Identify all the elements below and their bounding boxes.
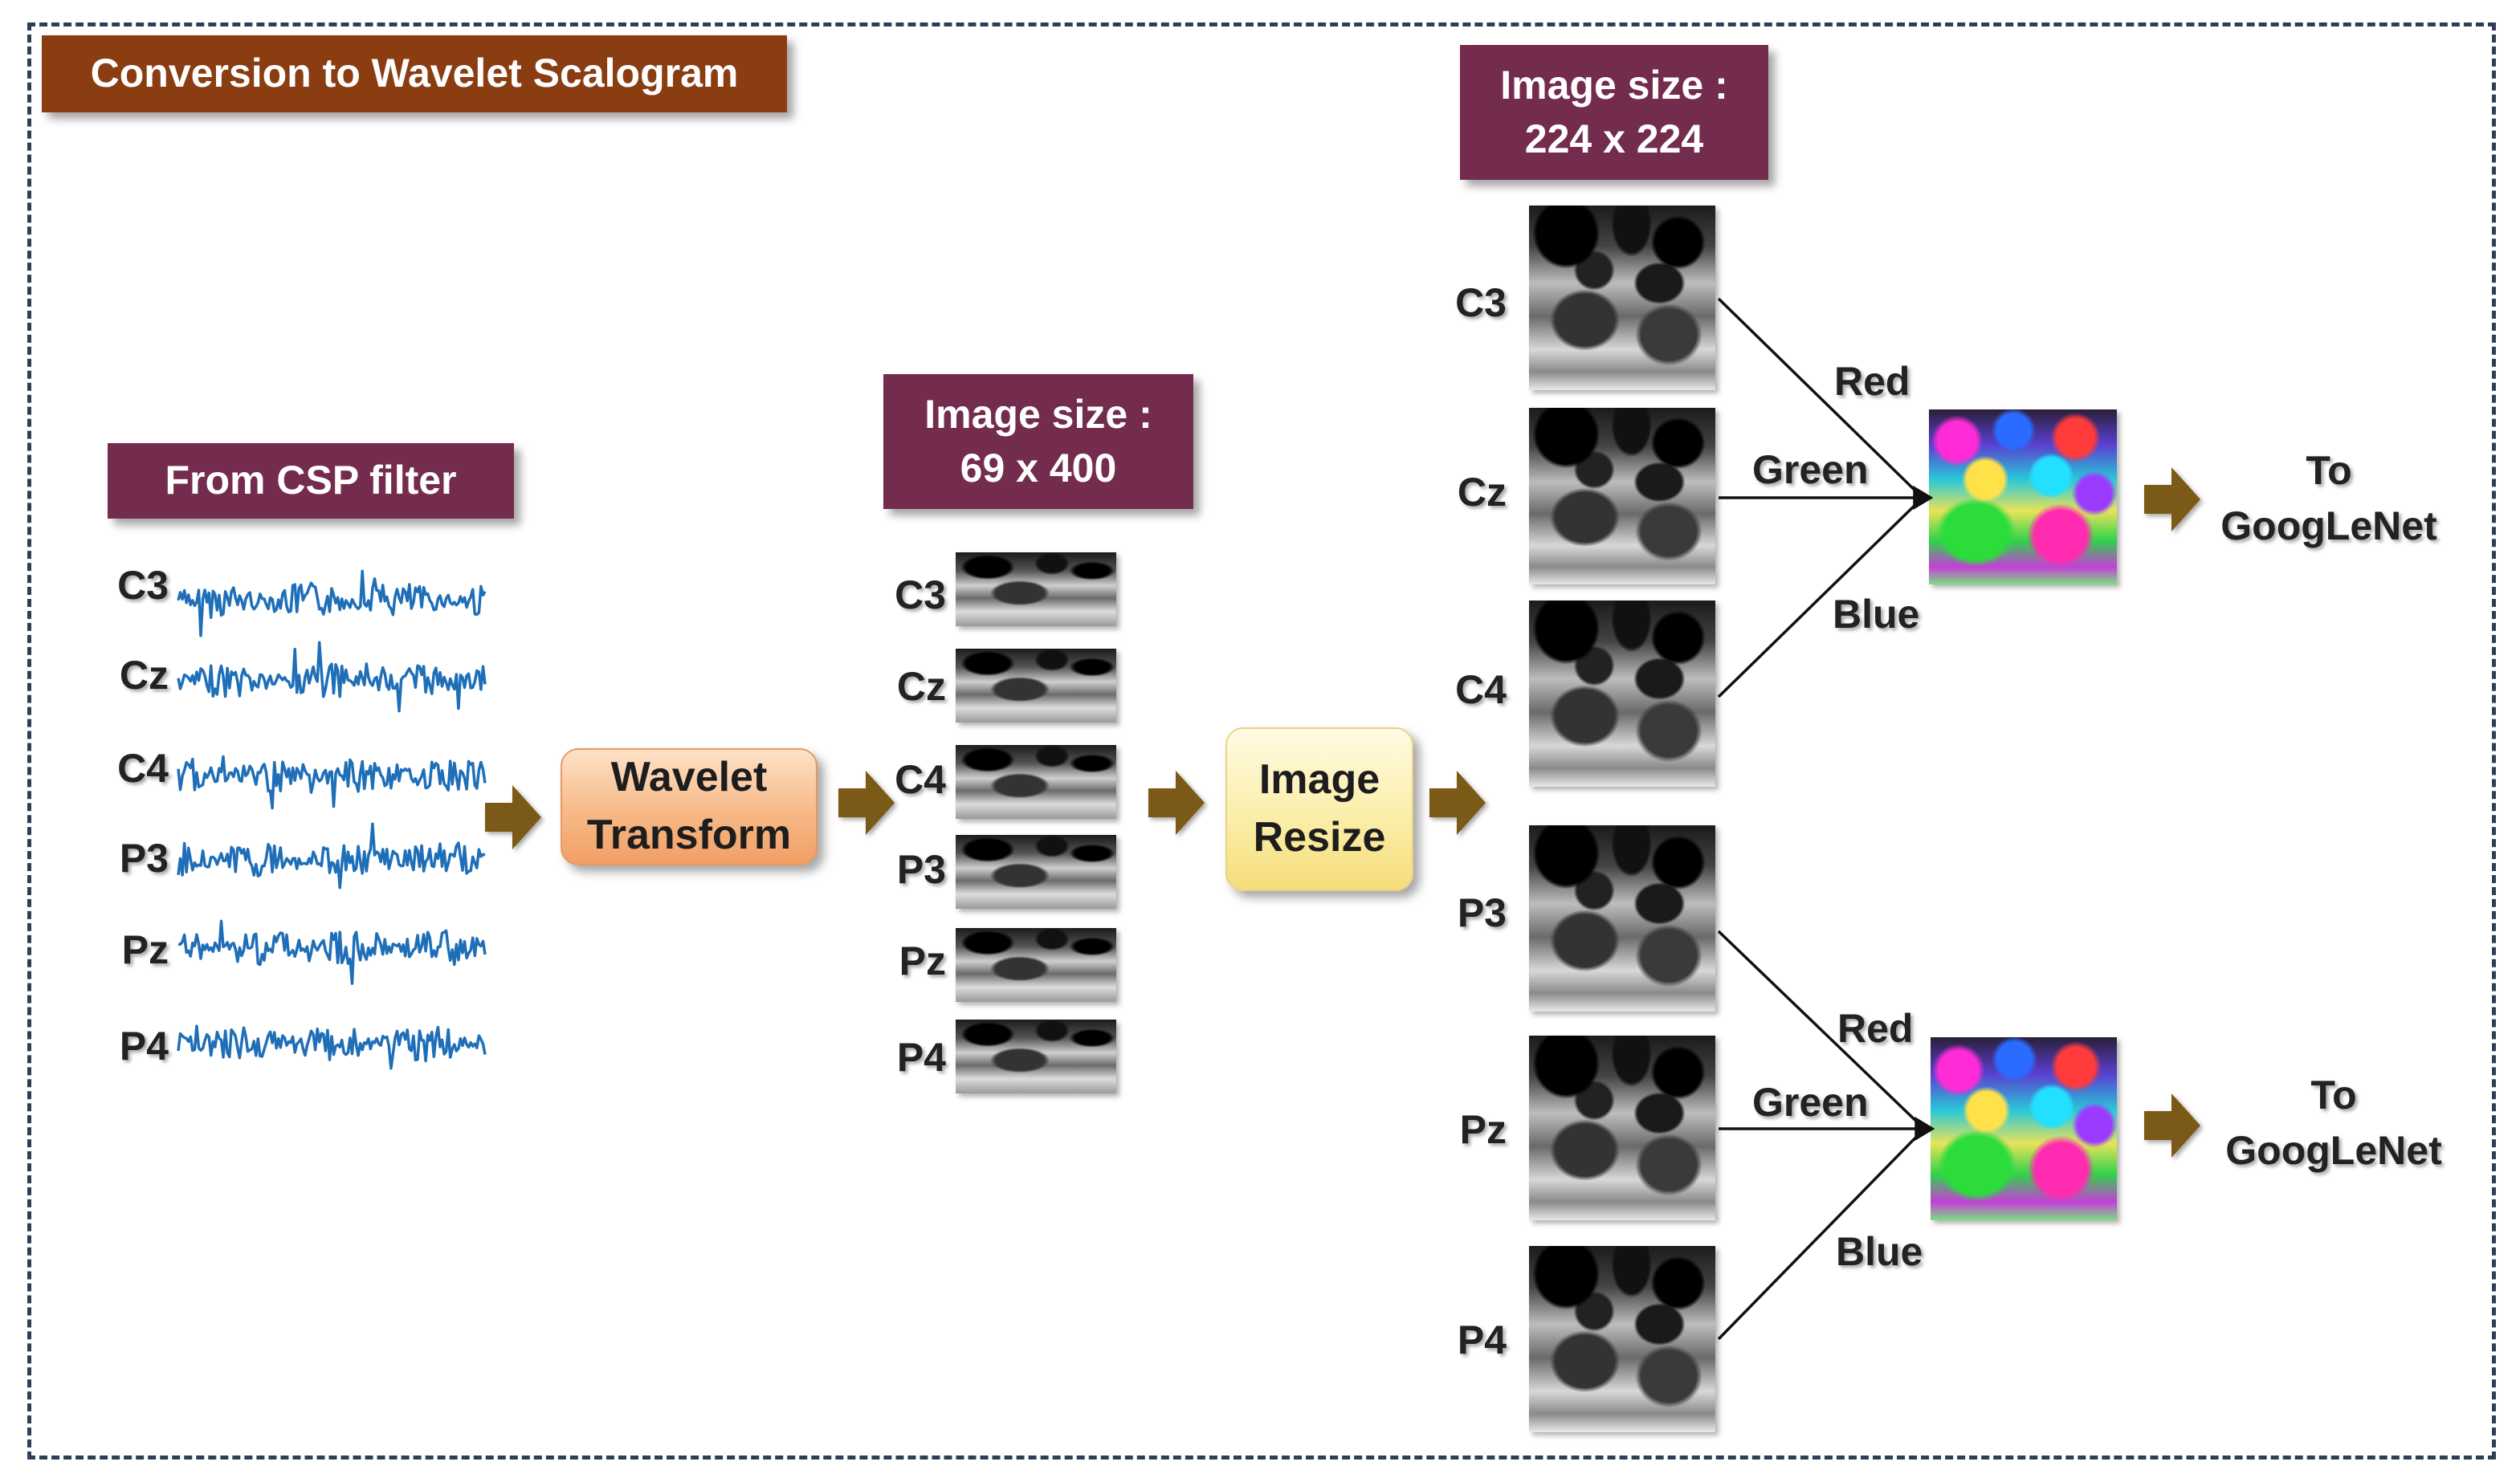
red-channel-label-bottom: Red bbox=[1837, 1006, 1914, 1051]
signal-label-c3: C3 bbox=[117, 563, 169, 608]
output-bottom-line2: GoogLeNet bbox=[2225, 1128, 2442, 1173]
large-scalo-label-cz: Cz bbox=[1457, 470, 1507, 515]
large-scalo-label-pz: Pz bbox=[1459, 1107, 1507, 1152]
output-bottom-line1: To bbox=[2310, 1073, 2357, 1118]
right-arrow-icon bbox=[2144, 467, 2200, 531]
merge-arrowhead-bottom bbox=[1914, 1116, 1935, 1142]
channel-merge-lines-top bbox=[1717, 297, 1934, 698]
small-scalo-label-c3: C3 bbox=[895, 572, 946, 617]
resize-line2: Resize bbox=[1253, 814, 1386, 861]
large-scalo-label-c4: C4 bbox=[1455, 667, 1507, 712]
blue-channel-label-top: Blue bbox=[1833, 592, 1920, 637]
size-small-label: Image size : 69 x 400 bbox=[883, 374, 1193, 509]
eeg-signal-pz bbox=[177, 919, 487, 985]
resize-line1: Image bbox=[1258, 756, 1380, 804]
large-scalo-label-p3: P3 bbox=[1457, 890, 1507, 935]
signal-label-c4: C4 bbox=[117, 746, 169, 791]
small-scalo-label-p4: P4 bbox=[896, 1035, 946, 1080]
channel-merge-lines-bottom bbox=[1717, 930, 1935, 1341]
size-large-line2: 224 x 224 bbox=[1524, 116, 1704, 161]
right-arrow-icon bbox=[2144, 1093, 2200, 1158]
large-scalogram-cz bbox=[1529, 408, 1715, 584]
large-scalogram-c3 bbox=[1529, 206, 1715, 390]
output-top-line1: To bbox=[2306, 448, 2352, 493]
image-resize-block: Image Resize bbox=[1225, 727, 1413, 891]
green-channel-label-top: Green bbox=[1752, 447, 1869, 492]
rgb-composite-top bbox=[1929, 409, 2117, 584]
wavelet-transform-block: Wavelet Transform bbox=[561, 748, 818, 865]
size-large-line1: Image size : bbox=[1500, 62, 1728, 108]
green-channel-label-bottom: Green bbox=[1752, 1080, 1869, 1125]
output-label-top: To GoogLeNet bbox=[2184, 443, 2473, 554]
size-small-line1: Image size : bbox=[924, 391, 1152, 437]
diagram-title: Conversion to Wavelet Scalogram bbox=[42, 35, 787, 112]
right-arrow-icon bbox=[485, 785, 541, 849]
output-top-line2: GoogLeNet bbox=[2220, 503, 2437, 548]
eeg-signal-c3 bbox=[177, 569, 487, 637]
right-arrow-icon bbox=[838, 771, 895, 835]
signal-label-p4: P4 bbox=[119, 1024, 169, 1069]
large-scalogram-p4 bbox=[1529, 1246, 1715, 1432]
small-scalogram-c3 bbox=[956, 552, 1116, 626]
signal-label-cz: Cz bbox=[119, 653, 169, 698]
signal-label-p3: P3 bbox=[119, 836, 169, 881]
small-scalo-label-p3: P3 bbox=[896, 847, 946, 892]
small-scalogram-p3 bbox=[956, 835, 1116, 909]
small-scalo-label-pz: Pz bbox=[899, 938, 946, 983]
wavelet-line2: Transform bbox=[586, 812, 792, 858]
rgb-composite-bottom bbox=[1931, 1037, 2117, 1220]
merge-arrowhead-top bbox=[1913, 485, 1934, 511]
output-label-bottom: To GoogLeNet bbox=[2189, 1068, 2478, 1179]
small-scalogram-p4 bbox=[956, 1020, 1116, 1093]
small-scalogram-cz bbox=[956, 649, 1116, 723]
small-scalogram-pz bbox=[956, 928, 1116, 1002]
large-scalogram-pz bbox=[1529, 1036, 1715, 1220]
signal-label-pz: Pz bbox=[121, 927, 169, 972]
red-channel-label-top: Red bbox=[1834, 359, 1910, 404]
large-scalo-label-c3: C3 bbox=[1455, 280, 1507, 325]
large-scalogram-c4 bbox=[1529, 601, 1715, 787]
source-label: From CSP filter bbox=[108, 443, 514, 519]
right-arrow-icon bbox=[1429, 771, 1486, 835]
eeg-signals bbox=[177, 569, 487, 1070]
eeg-signal-p3 bbox=[177, 822, 486, 890]
eeg-signal-cz bbox=[177, 641, 487, 713]
eeg-signal-p4 bbox=[177, 1024, 487, 1070]
large-scalogram-p3 bbox=[1529, 825, 1715, 1012]
small-scalogram-c4 bbox=[956, 745, 1116, 819]
size-large-label: Image size : 224 x 224 bbox=[1460, 45, 1768, 180]
right-arrow-icon bbox=[1148, 771, 1205, 835]
small-scalo-label-cz: Cz bbox=[896, 664, 946, 709]
large-scalo-label-p4: P4 bbox=[1457, 1317, 1507, 1362]
small-scalo-label-c4: C4 bbox=[895, 757, 946, 802]
size-small-line2: 69 x 400 bbox=[960, 446, 1117, 491]
wavelet-line1: Wavelet bbox=[610, 754, 768, 801]
diagram-frame bbox=[27, 22, 2496, 1460]
eeg-signal-c4 bbox=[177, 755, 487, 810]
blue-channel-label-bottom: Blue bbox=[1836, 1229, 1923, 1274]
